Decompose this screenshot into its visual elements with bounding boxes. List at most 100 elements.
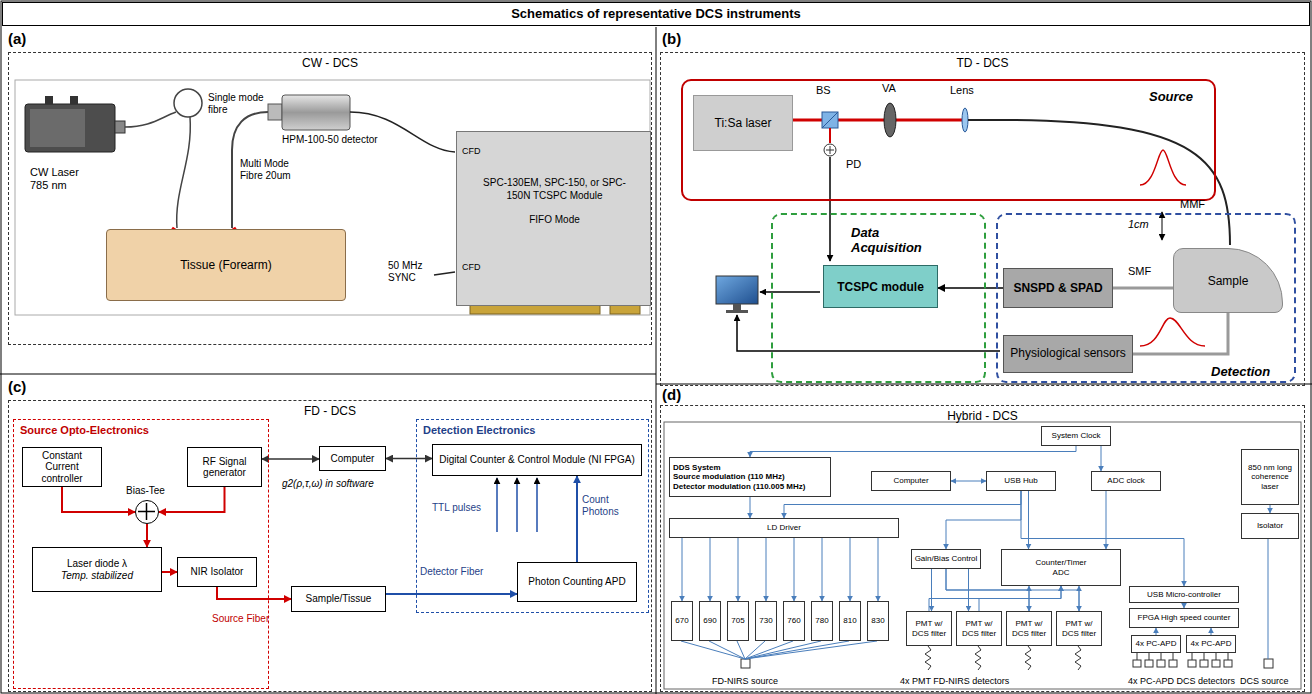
process-box: Gain/Bias Control	[911, 549, 981, 569]
detector-box: SNSPD & SPAD	[1003, 268, 1113, 308]
panel-frame: CW - DCSTissue (Forearm)SPC-130EM, SPC-1…	[8, 52, 652, 345]
node-label: NIR Isolator	[191, 566, 244, 578]
panel-frame: Hybrid - DCSSystem ClockDDS SystemSource…	[660, 405, 1305, 692]
computer-icon	[716, 276, 758, 313]
connector	[62, 487, 135, 512]
connector	[850, 538, 851, 601]
sensor-box: Physiological sensors	[1003, 335, 1133, 373]
beam-splitter	[822, 112, 838, 128]
detector-illustration	[268, 95, 350, 130]
wavelength-box: 760	[783, 601, 805, 641]
node-label: Gain/Bias Control	[915, 554, 978, 563]
annotation-label: Count Photons	[582, 494, 634, 517]
node-label: LD Driver	[767, 523, 801, 532]
source-group: Source Ti:Sa laser	[681, 79, 1216, 201]
node-label: RF Signal generator	[190, 456, 259, 479]
diagram-title: Schematics of representative DCS instrum…	[2, 2, 1310, 26]
node-label: Sample/Tissue	[306, 593, 372, 605]
sample-shape: Sample	[1173, 248, 1283, 313]
node-label: 690	[703, 616, 716, 625]
process-box: RF Signal generator	[187, 447, 262, 487]
tissue-region: Tissue (Forearm)	[106, 229, 346, 301]
connector	[929, 586, 1061, 611]
annotation-label: TTL pulses	[432, 502, 481, 514]
process-box: USB Micro-controller	[1129, 586, 1239, 603]
connector	[938, 287, 1003, 289]
dimension-arrow	[1162, 212, 1163, 240]
node-label: PMT w/ DCS filter	[1008, 619, 1050, 637]
node-label: 780	[815, 616, 828, 625]
connector	[710, 538, 711, 601]
connector	[146, 524, 148, 547]
process-box: LD Driver	[669, 518, 899, 538]
pulse-shape	[1140, 318, 1205, 346]
node-label: Source	[1149, 89, 1193, 104]
node-label: Source Opto-Electronics	[20, 424, 149, 436]
tcspc-module: TCSPC module	[823, 265, 938, 308]
connector	[951, 481, 986, 482]
connector	[1029, 586, 1030, 611]
panel-frame: FD - DCSSource Opto-ElectronicsConstant …	[8, 400, 652, 692]
annotation-label: g2(ρ,τ,ω) in software	[282, 478, 374, 490]
process-box: Sample/Tissue	[291, 586, 386, 612]
node-label: Data Acquisition	[851, 225, 951, 255]
detector-box: PMT w/ DCS filter	[1056, 611, 1102, 646]
connector	[1106, 491, 1107, 549]
node-label: Photon Counting APD	[528, 576, 625, 588]
node-label: Computer	[331, 453, 375, 465]
node-label: Temp. stabilized	[61, 570, 133, 582]
connector	[794, 538, 795, 601]
process-box: 850 nm long coherence laser	[1241, 449, 1299, 505]
connector	[1270, 505, 1271, 513]
node-label: PMT w/ DCS filter	[908, 619, 950, 637]
panel-separator	[656, 27, 657, 694]
node-label: DDS System	[673, 463, 721, 472]
wavelength-box: 705	[727, 601, 749, 641]
process-box: Digital Counter & Control Module (NI FPG…	[432, 444, 642, 476]
connector	[750, 446, 1076, 457]
node-label: PMT w/ DCS filter	[958, 619, 1000, 637]
node-label: Computer	[893, 476, 928, 485]
inner-frame	[664, 422, 1301, 689]
wavelength-box: 810	[839, 601, 861, 641]
panel-separator	[656, 384, 1312, 385]
annotation-label: 4x PMT FD-NIRS detectors	[900, 676, 1009, 686]
laser-beam	[790, 119, 962, 122]
pulse-shape	[1140, 150, 1186, 185]
annotation-label: 4x PC-APD DCS detectors	[1128, 676, 1235, 686]
connector	[878, 538, 879, 601]
annotation-label: (b)	[662, 30, 681, 47]
node-label: TD - DCS	[661, 56, 1304, 70]
laser-box: Ti:Sa laser	[693, 95, 793, 151]
connector	[750, 497, 751, 518]
process-box: DDS SystemSource modulation (110 MHz)Det…	[669, 457, 831, 497]
node-label: FIFO Mode	[472, 214, 637, 227]
annotation-label: 50 MHz SYNC	[388, 260, 432, 283]
connector	[262, 458, 319, 460]
process-box: FPGA High speed counter	[1129, 608, 1239, 628]
node-label: Isolator	[1257, 521, 1283, 530]
annotation-label: SMF	[1128, 265, 1151, 278]
node-label: Detector modulation (110.005 MHz)	[673, 482, 805, 491]
variable-attenuator	[884, 103, 896, 137]
node-label: 830	[871, 616, 884, 625]
laser-beam	[829, 128, 831, 143]
wavelength-box: 670	[671, 601, 693, 641]
source-group: Source Opto-ElectronicsConstant Current …	[13, 419, 269, 689]
process-box: Laser diode λTemp. stabilized	[32, 547, 162, 592]
bias-tee-circle: Bias-Tee	[135, 500, 159, 524]
ttl-arrows	[497, 478, 537, 532]
wavelength-box: 690	[699, 601, 721, 641]
annotation-label: Single mode fibre	[208, 92, 270, 115]
single-mode-fibre	[125, 112, 176, 127]
node-label: TCSPC module	[837, 280, 924, 294]
node-label: Detection Electronics	[423, 424, 535, 436]
photodiode-symbol	[826, 146, 834, 154]
connector	[682, 538, 683, 601]
wavelength-box: 830	[867, 601, 889, 641]
annotation-label: (c)	[8, 378, 26, 395]
signal-line	[737, 315, 1000, 351]
node-label: PMT w/ DCS filter	[1058, 619, 1100, 637]
detection-group: DetectionSNSPD & SPADSamplePhysiological…	[996, 213, 1296, 383]
process-box: ADC clock	[1091, 471, 1161, 491]
